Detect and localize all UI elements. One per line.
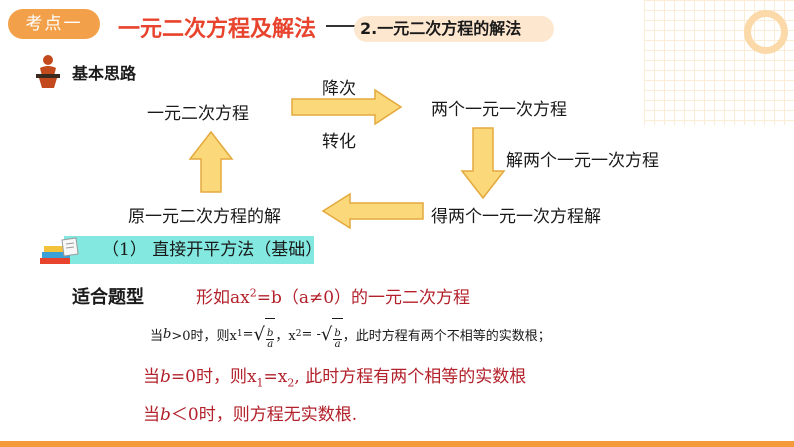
frac1-num: b (265, 328, 275, 340)
arrow-up-icon (188, 130, 234, 193)
case3-prefix: 当 (143, 405, 160, 425)
arrow-right-icon (291, 88, 403, 126)
arrow-label-reduce: 降次 (322, 79, 356, 99)
case1-var: b (163, 326, 172, 342)
case1-mid: ，x (275, 328, 296, 344)
arrow-label-solve: 解两个一元一次方程 (506, 151, 659, 171)
title-connector (326, 25, 366, 27)
case1-eq2: = - (301, 326, 321, 342)
case2-sub1: 1 (256, 376, 264, 390)
suit-sup: 2 (249, 286, 257, 300)
case-zero: 当b=0时，则x1=x2, 此时方程有两个相等的实数根 (143, 362, 526, 389)
suitable-type-label: 适合题型 (72, 287, 144, 308)
frac1-den: a (267, 339, 274, 350)
node-linear-solutions: 得两个一元一次方程解 (431, 207, 601, 227)
case1-prefix: 当 (150, 328, 164, 344)
arrow-down-icon (460, 127, 506, 200)
case2-sub2: 2 (287, 376, 295, 390)
page-title: 一元二次方程及解法 (118, 17, 317, 42)
section-label: 基本思路 (72, 64, 137, 83)
suitable-type-text: 形如ax2=b（a≠0）的一元二次方程 (196, 283, 470, 308)
case1-tail: ，此时方程有两个不相等的实数根； (342, 328, 551, 344)
case2-tail: , 此时方程有两个相等的实数根 (294, 367, 527, 387)
topic-tag: 考点一 (8, 9, 100, 39)
arrow-label-transform: 转化 (322, 132, 356, 152)
case1-sub2: 2 (295, 329, 302, 339)
suit-suffix: =b（a≠0）的一元二次方程 (256, 288, 471, 308)
case3-var: b (160, 405, 171, 425)
frac2-den: a (334, 339, 341, 350)
node-two-linear-equations: 两个一元一次方程 (431, 100, 567, 120)
case3-tail: ＜0时，则方程无实数根. (170, 405, 358, 425)
node-original-solution: 原一元二次方程的解 (128, 207, 281, 227)
node-quadratic-equation: 一元二次方程 (147, 104, 249, 124)
case2-cond: =0时，则x (170, 367, 257, 387)
arrow-left-icon (321, 192, 424, 230)
case1-eq1: = (242, 326, 254, 342)
ring-decoration (744, 10, 788, 54)
method-heading: （1） 直接开平方法（基础） (64, 236, 322, 264)
books-icon (40, 237, 79, 264)
case2-var: b (160, 367, 171, 387)
case-negative: 当b＜0时，则方程无实数根. (143, 400, 357, 425)
method-heading-text: （1） 直接开平方法（基础） (102, 240, 323, 260)
case1-sub1: 1 (236, 329, 243, 339)
case2-prefix: 当 (143, 367, 160, 387)
lecturer-icon (36, 55, 60, 88)
case1-cond: >0时，则x (171, 328, 237, 344)
case2-eq: =x (263, 367, 288, 387)
frac2-num: b (333, 328, 342, 340)
page-subtitle: 2.一元二次方程的解法 (354, 16, 554, 42)
bottom-accent-bar (0, 441, 794, 447)
suit-prefix: 形如ax (196, 288, 250, 308)
